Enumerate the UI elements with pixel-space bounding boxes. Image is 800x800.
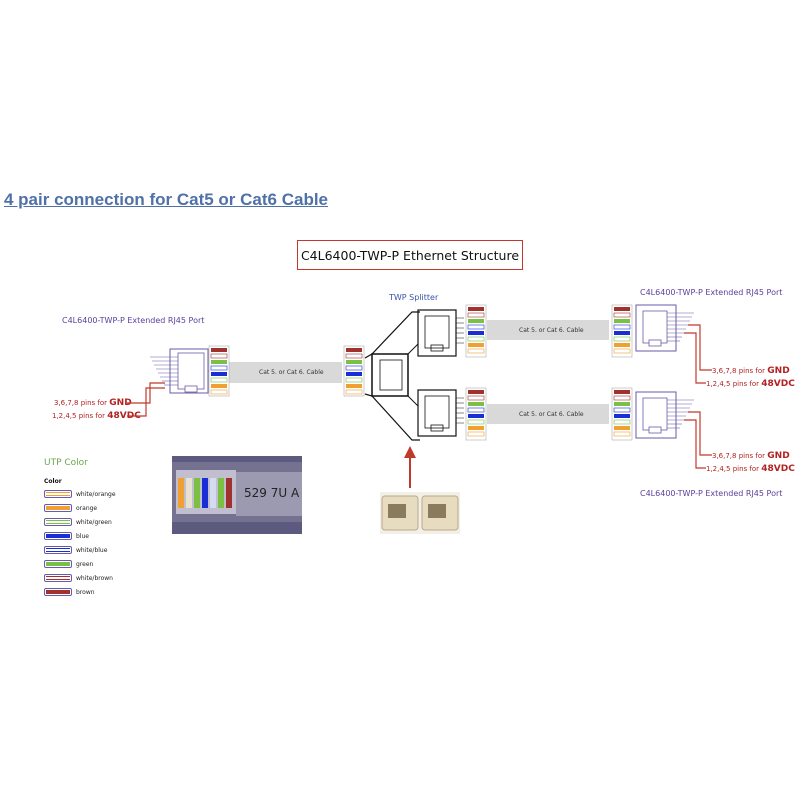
legend-item: brown bbox=[44, 585, 116, 599]
legend-item: blue bbox=[44, 529, 116, 543]
legend-swatch bbox=[44, 588, 72, 596]
legend-label: green bbox=[76, 560, 94, 568]
left-vdc-value: 48VDC bbox=[107, 411, 141, 421]
right-bottom-vdc-prefix: 1,2,4,5 pins for bbox=[706, 465, 760, 473]
right-bottom-rj45-jack bbox=[635, 391, 694, 439]
left-gnd-label: 3,6,7,8 pins for GND bbox=[54, 398, 132, 408]
right-top-port-label: C4L6400-TWP-P Extended RJ45 Port bbox=[640, 288, 783, 297]
right-bottom-gnd-label: 3,6,7,8 pins for GND bbox=[712, 451, 790, 461]
cable-left-label: Cat 5. or Cat 6. Cable bbox=[259, 369, 324, 376]
splitter-output-bottom-strip bbox=[465, 387, 487, 441]
legend-rows: white/orange orange white/green blue white/b… bbox=[44, 487, 116, 599]
page-heading: 4 pair connection for Cat5 or Cat6 Cable bbox=[4, 190, 329, 209]
legend-label: white/orange bbox=[76, 490, 116, 498]
legend-item: green bbox=[44, 557, 116, 571]
legend-title: Color bbox=[44, 478, 62, 485]
right-bottom-gnd-value: GND bbox=[767, 451, 790, 461]
legend-swatch bbox=[44, 574, 72, 582]
right-bottom-color-strip bbox=[611, 387, 633, 441]
right-top-vdc-value: 48VDC bbox=[761, 379, 795, 389]
utp-color-title: UTP Color bbox=[44, 458, 88, 468]
diagram-title: C4L6400-TWP-P Ethernet Structure bbox=[297, 240, 523, 270]
right-bottom-vdc-value: 48VDC bbox=[761, 464, 795, 474]
legend-swatch bbox=[44, 490, 72, 498]
left-port-label: C4L6400-TWP-P Extended RJ45 Port bbox=[62, 316, 205, 325]
right-bottom-port-label: C4L6400-TWP-P Extended RJ45 Port bbox=[640, 489, 783, 498]
connector-print-label: 529 7U A bbox=[244, 486, 300, 500]
legend-swatch bbox=[44, 518, 72, 526]
splitter-input-color-strip bbox=[343, 345, 365, 397]
rj45-connector-drawing bbox=[172, 456, 302, 534]
legend-label: white/blue bbox=[76, 546, 108, 554]
cable-right-bottom bbox=[487, 404, 609, 424]
splitter-label: TWP Splitter bbox=[389, 293, 439, 302]
legend-swatch bbox=[44, 546, 72, 554]
legend-swatch bbox=[44, 504, 72, 512]
rj45-connector-photo: 529 7U A bbox=[172, 456, 302, 534]
arrow-up-icon bbox=[404, 446, 416, 488]
left-vdc-label: 1,2,4,5 pins for 48VDC bbox=[52, 411, 141, 421]
legend-label: white/brown bbox=[76, 574, 113, 582]
cable-right-top-label: Cat 5. or Cat 6. Cable bbox=[519, 327, 584, 334]
legend-label: orange bbox=[76, 504, 98, 512]
left-gnd-prefix: 3,6,7,8 pins for bbox=[54, 399, 108, 407]
cable-left bbox=[229, 362, 342, 383]
cable-right-top bbox=[487, 320, 609, 340]
legend-item: white/green bbox=[44, 515, 116, 529]
legend-swatch bbox=[44, 560, 72, 568]
splitter-photo bbox=[380, 492, 460, 534]
right-bottom-vdc-label: 1,2,4,5 pins for 48VDC bbox=[706, 464, 795, 474]
splitter-photo-drawing bbox=[381, 495, 459, 531]
legend-item: white/orange bbox=[44, 487, 116, 501]
legend-label: blue bbox=[76, 532, 89, 540]
legend-swatch bbox=[44, 532, 72, 540]
right-top-gnd-prefix: 3,6,7,8 pins for bbox=[712, 367, 766, 375]
left-gnd-value: GND bbox=[109, 398, 132, 408]
legend-item: white/brown bbox=[44, 571, 116, 585]
cable-right-bottom-label: Cat 5. or Cat 6. Cable bbox=[519, 411, 584, 418]
legend-label: white/green bbox=[76, 518, 112, 526]
right-top-color-strip bbox=[611, 304, 633, 358]
right-top-rj45-jack bbox=[635, 304, 694, 352]
splitter-output-top-strip bbox=[465, 304, 487, 358]
right-top-vdc-label: 1,2,4,5 pins for 48VDC bbox=[706, 379, 795, 389]
right-bottom-gnd-prefix: 3,6,7,8 pins for bbox=[712, 452, 766, 460]
legend-item: orange bbox=[44, 501, 116, 515]
left-color-strip bbox=[208, 345, 230, 397]
legend-item: white/blue bbox=[44, 543, 116, 557]
legend-label: brown bbox=[76, 588, 95, 596]
left-vdc-prefix: 1,2,4,5 pins for bbox=[52, 412, 106, 420]
right-top-gnd-value: GND bbox=[767, 366, 790, 376]
twp-splitter bbox=[364, 309, 464, 441]
right-top-vdc-prefix: 1,2,4,5 pins for bbox=[706, 380, 760, 388]
right-top-gnd-label: 3,6,7,8 pins for GND bbox=[712, 366, 790, 376]
diagram-title-text: C4L6400-TWP-P Ethernet Structure bbox=[300, 247, 520, 263]
left-rj45-jack bbox=[150, 348, 229, 394]
